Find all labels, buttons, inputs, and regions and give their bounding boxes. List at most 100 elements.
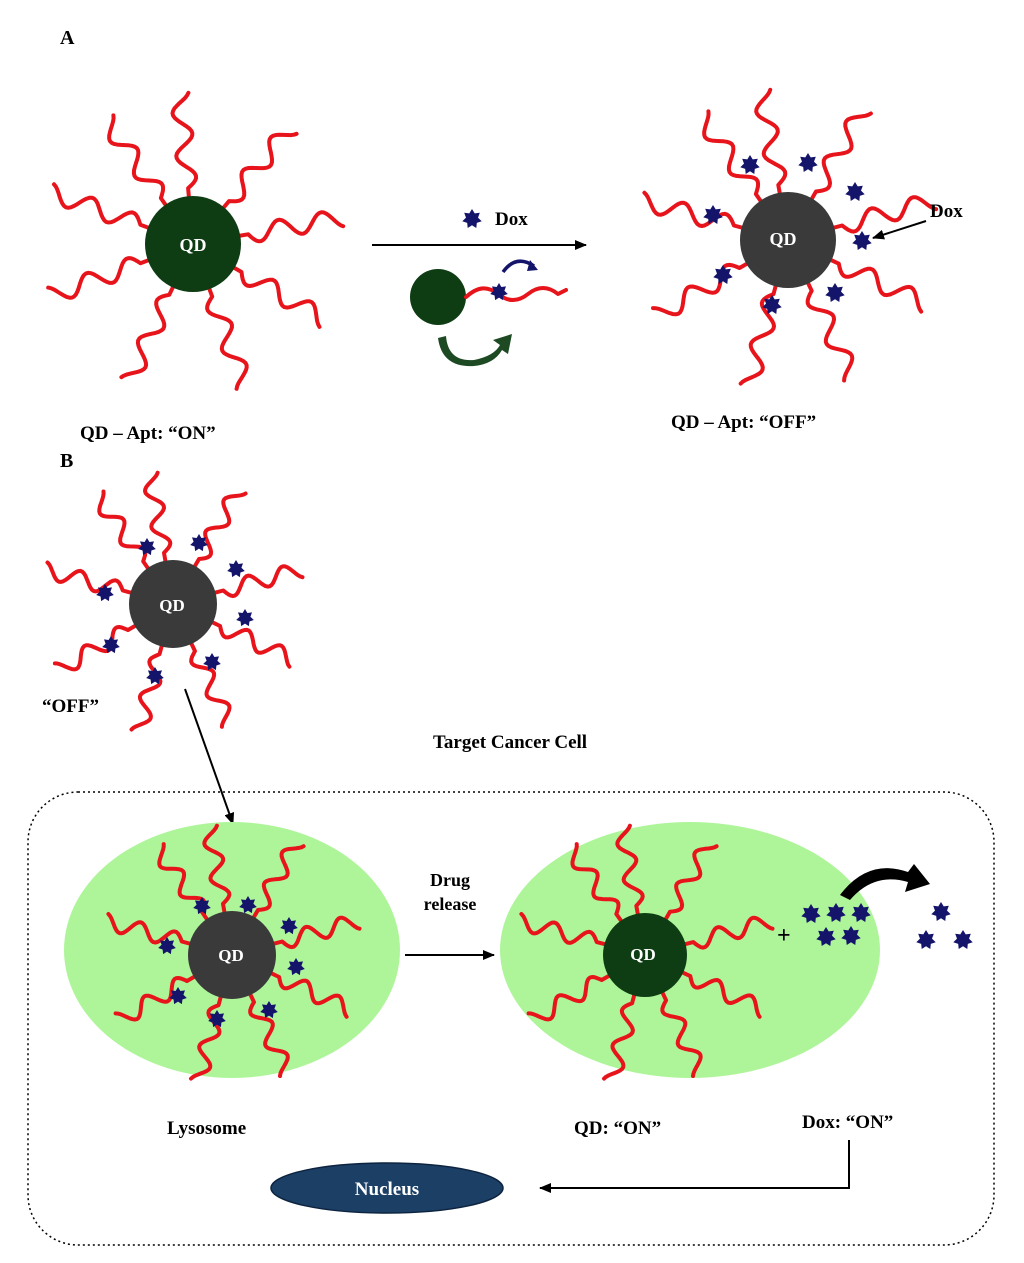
dox-star-icon	[203, 653, 221, 671]
dox-legend-label: Dox	[495, 209, 528, 230]
dox-star-icon	[158, 937, 176, 955]
aptamer-strand	[247, 991, 290, 1078]
aptamer-strand	[106, 912, 194, 947]
cancer-cell-boundary	[27, 791, 995, 1246]
dox-star-icon	[208, 1010, 226, 1028]
aptamer-strand	[45, 560, 135, 596]
dox-star-icon	[138, 538, 156, 556]
dox-star-icon	[826, 903, 846, 922]
qd-core-off	[188, 911, 276, 999]
qd-off-particle-b: QD	[45, 470, 305, 732]
aptamer-strands	[519, 823, 775, 1081]
dox-star-icon	[96, 584, 114, 602]
dox-star-icon	[287, 958, 305, 976]
dox-star-icon	[825, 283, 845, 302]
qd-label: QD	[180, 235, 207, 255]
dox-star-icon	[798, 153, 818, 172]
dox-star-icon	[816, 927, 836, 946]
dox-star-icon	[852, 231, 872, 250]
dox-star-icon	[916, 930, 936, 949]
aptamer-strand	[570, 842, 625, 925]
qd-core-off	[740, 192, 836, 288]
released-dox-molecules	[801, 902, 973, 949]
aptamer-strand	[268, 970, 349, 1019]
aptamer-strand	[679, 969, 762, 1019]
lysosome-right: QD	[500, 822, 880, 1081]
lysosome-label: Lysosome	[167, 1118, 246, 1139]
binding-illustration	[410, 259, 568, 367]
dox-molecules	[96, 534, 254, 685]
aptamer-strand	[107, 113, 169, 209]
aptamer-strand	[830, 195, 939, 234]
dox-star-icon	[260, 1001, 278, 1019]
aptamer-strand	[738, 282, 779, 386]
dox-star-icon	[146, 667, 164, 685]
dox-star-icon	[239, 896, 257, 914]
dox-pointer-arrow	[872, 220, 927, 240]
to-nucleus-arrow	[539, 1140, 850, 1193]
dox-star-icon	[762, 295, 782, 314]
dox-star-icon	[490, 283, 508, 301]
dox-star-icon	[703, 205, 723, 224]
aptamer-strand	[615, 823, 645, 918]
drug-release-label-line2: release	[424, 894, 477, 914]
curved-arrow-icon	[840, 864, 930, 900]
dox-on-label: Dox: “ON”	[802, 1112, 893, 1133]
aptamer-strand	[702, 109, 764, 205]
aptamer-strand	[220, 131, 299, 211]
dox-star-icon	[953, 930, 973, 949]
dox-star-icon	[740, 155, 760, 174]
dox-star-icon	[845, 182, 865, 201]
aptamer-strand	[519, 912, 609, 947]
qd-label: QD	[218, 946, 244, 965]
aptamer-strand	[211, 564, 305, 599]
aptamer-strand	[113, 974, 198, 1022]
mini-qd	[410, 269, 466, 325]
dox-star-icon	[462, 209, 482, 228]
qd-apt-on-caption: QD – Apt: “ON”	[80, 423, 216, 444]
aptamer-strands	[45, 470, 305, 732]
panel-b-label: B	[60, 450, 73, 472]
aptamer-strand	[189, 993, 224, 1081]
lysosome	[500, 822, 880, 1078]
uptake-arrow	[184, 688, 235, 825]
aptamer-strand	[129, 642, 165, 732]
qd-on-label: QD: “ON”	[574, 1118, 661, 1139]
qd-label: QD	[630, 945, 656, 964]
dox-star-icon	[490, 283, 508, 301]
aptamer-strand	[209, 619, 292, 669]
aptamer-strand	[659, 989, 703, 1078]
aptamer-strand	[270, 915, 362, 950]
aptamer-strand	[52, 182, 152, 231]
aptamer-strand	[663, 844, 719, 923]
aptamer-strand	[236, 210, 346, 244]
aptamer-strand	[642, 190, 746, 231]
plus-sign: +	[777, 923, 791, 949]
dox-star-icon	[841, 926, 861, 945]
lysosome-left: QD	[64, 822, 400, 1081]
qd-core-off	[129, 560, 217, 648]
dox-pointer-label: Dox	[930, 201, 963, 222]
qd-label: QD	[770, 229, 797, 249]
aptamer-strand	[119, 283, 176, 380]
aptamer-strand	[202, 823, 232, 916]
aptamer-strand	[754, 87, 788, 197]
dox-star-icon	[227, 560, 245, 578]
nucleus-label: Nucleus	[355, 1179, 419, 1200]
qd-core-on	[145, 196, 241, 292]
aptamer-strand	[651, 261, 751, 317]
aptamer-strand	[809, 111, 873, 203]
panel-a-label: A	[60, 27, 75, 49]
dox-star-icon	[236, 609, 254, 627]
dox-star-icon	[102, 636, 120, 654]
qd-apt-off-particle: QD	[642, 87, 939, 386]
aptamer-strand	[97, 489, 151, 572]
dox-star-icon	[713, 265, 733, 284]
dox-star-icon	[851, 903, 871, 922]
aptamer-strand	[52, 623, 139, 672]
qd-apt-off-caption: QD – Apt: “OFF”	[671, 412, 816, 433]
aptamer-strand	[192, 491, 248, 570]
nucleus: Nucleus	[270, 1162, 504, 1214]
nucleus-shape	[270, 1162, 504, 1214]
target-cell-title: Target Cancer Cell	[433, 732, 587, 753]
